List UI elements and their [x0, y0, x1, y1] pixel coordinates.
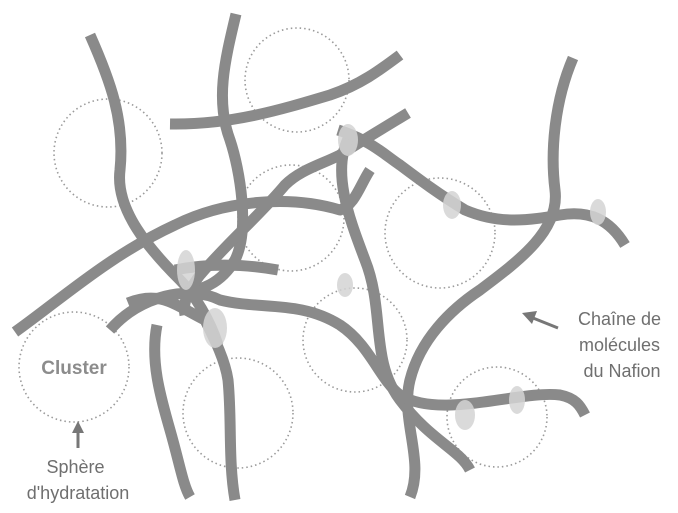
sphere-arrowhead [72, 421, 84, 433]
chain-3 [185, 14, 243, 292]
junction [177, 250, 195, 290]
junction [509, 386, 525, 414]
junction [455, 400, 475, 430]
sphere-label-line-1: Sphère [46, 457, 104, 477]
junction [590, 199, 606, 225]
chain-label-line-3: du Nafion [583, 361, 660, 381]
chain-label-line-2: molécules [579, 335, 660, 355]
junction [338, 124, 358, 156]
sphere-label: Sphère d'hydratation [27, 457, 130, 503]
chain-arrow [533, 318, 558, 328]
chain-label-line-1: Chaîne de [578, 309, 661, 329]
chain-annotation: Chaîne de molécules du Nafion [522, 309, 666, 381]
sphere-label-line-2: d'hydratation [27, 483, 130, 503]
chain-label: Chaîne de molécules du Nafion [578, 309, 666, 381]
junction [203, 308, 227, 348]
sphere-annotation: Sphère d'hydratation [27, 421, 130, 503]
sphere-left-upper [54, 99, 162, 207]
sphere-bottom-center [183, 358, 293, 468]
junction [443, 191, 461, 219]
junction [337, 273, 353, 297]
cluster-label: Cluster [41, 358, 107, 379]
